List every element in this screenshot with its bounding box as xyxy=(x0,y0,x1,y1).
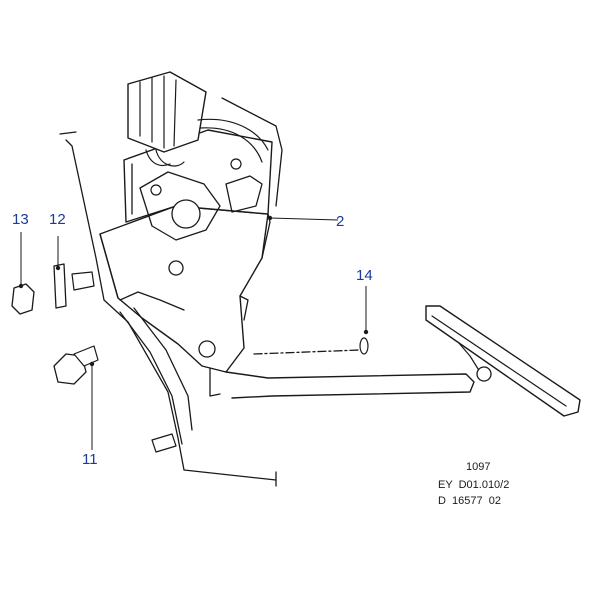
pedal-bracket xyxy=(99,205,271,373)
callout-leaders xyxy=(18,215,369,450)
pedal-pad xyxy=(425,305,581,417)
ref-code-line-1: 1097 xyxy=(466,461,490,473)
callout-part-13: 13 xyxy=(12,211,29,228)
callout-part-2: 2 xyxy=(336,213,344,230)
callout-part-11: 11 xyxy=(82,451,98,468)
callout-part-14: 14 xyxy=(356,267,373,284)
callout-part-12: 12 xyxy=(49,211,66,228)
ref-code-line-3: D 16577 02 xyxy=(438,495,501,507)
electrical-connector xyxy=(127,71,269,167)
ref-code-line-2: EY D01.010/2 xyxy=(438,479,509,491)
bolt-11 xyxy=(53,345,99,385)
nut-13 xyxy=(11,271,95,315)
washer-14 xyxy=(359,337,369,355)
washer-12 xyxy=(53,263,67,309)
pedal-arm xyxy=(221,97,475,399)
switch-housing xyxy=(123,129,273,241)
lower-bracket-arm xyxy=(119,307,221,453)
